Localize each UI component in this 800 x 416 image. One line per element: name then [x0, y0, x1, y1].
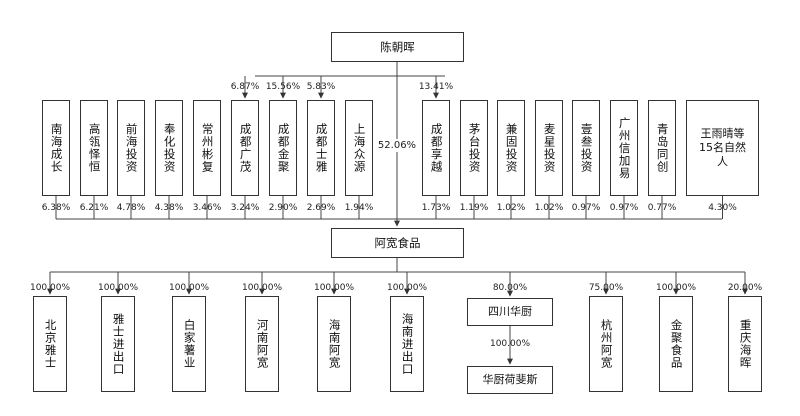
shareholder-box-5-label: 成都广茂	[238, 123, 253, 173]
subsidiary-box-8[interactable]: 金聚食品	[659, 296, 693, 392]
subsidiary-box-9-label: 重庆海晖	[738, 319, 753, 369]
controller-stake-pct-5: 6.87%	[230, 82, 260, 92]
shareholder-pct-3: 4.38%	[154, 203, 184, 213]
subsidiary-box-2-label: 白家薯业	[182, 319, 197, 369]
shareholder-pct-7: 2.69%	[306, 203, 336, 213]
subsidiary-pct-8: 100.00%	[655, 283, 697, 293]
subsidiary-box-3-label: 河南阿宽	[255, 319, 270, 369]
shareholder-box-10[interactable]: 茅台投资	[460, 100, 488, 196]
shareholder-pct-11: 1.02%	[496, 203, 526, 213]
controller-stake-pct-9: 13.41%	[418, 82, 454, 92]
subsidiary-box-1-label: 雅士进出口	[111, 312, 126, 376]
shareholder-box-0-label: 南海成长	[49, 123, 64, 173]
main-company-box[interactable]: 阿宽食品	[331, 228, 464, 258]
shareholder-box-11[interactable]: 兼固投资	[497, 100, 525, 196]
shareholder-box-0[interactable]: 南海成长	[42, 100, 70, 196]
shareholder-box-16[interactable]: 王雨晴等 15名自然 人	[686, 100, 759, 196]
shareholder-box-8-label: 上海众源	[352, 123, 367, 173]
subsidiary-pct-1: 100.00%	[97, 283, 139, 293]
subsidiary-pct-4: 100.00%	[313, 283, 355, 293]
shareholder-pct-13: 0.97%	[571, 203, 601, 213]
shareholder-box-1[interactable]: 高瓴怿恒	[80, 100, 108, 196]
shareholder-pct-4: 3.46%	[192, 203, 222, 213]
shareholder-box-14-label: 广州信加易	[617, 116, 632, 180]
shareholder-box-16-label: 王雨晴等 15名自然 人	[699, 126, 746, 169]
subsidiary-pct-2: 100.00%	[168, 283, 210, 293]
subsidiary-pct-5: 100.00%	[386, 283, 428, 293]
shareholder-box-12-label: 麦星投资	[542, 123, 557, 173]
sub-subsidiary-box[interactable]: 华厨荷斐斯	[467, 366, 553, 394]
controller-pct: 52.06%	[375, 139, 419, 152]
shareholder-box-4-label: 常州彬复	[200, 123, 215, 173]
top-holder-name: 陈朝晖	[380, 40, 415, 54]
shareholder-pct-8: 1.94%	[344, 203, 374, 213]
subsidiary-box-7[interactable]: 杭州阿宽	[589, 296, 623, 392]
main-company-name: 阿宽食品	[374, 236, 421, 250]
shareholder-pct-12: 1.02%	[534, 203, 564, 213]
subsidiary-box-9[interactable]: 重庆海晖	[728, 296, 762, 392]
shareholder-box-8[interactable]: 上海众源	[345, 100, 373, 196]
subsidiary-box-6-label: 四川华厨	[488, 304, 532, 318]
shareholder-pct-1: 6.21%	[79, 203, 109, 213]
shareholder-box-5[interactable]: 成都广茂	[231, 100, 259, 196]
subsidiary-box-1[interactable]: 雅士进出口	[101, 296, 135, 392]
sub-subsidiary-box-label: 华厨荷斐斯	[482, 372, 538, 386]
subsidiary-box-7-label: 杭州阿宽	[599, 319, 614, 369]
shareholder-box-6-label: 成都金聚	[276, 123, 291, 173]
shareholder-box-7[interactable]: 成都士雅	[307, 100, 335, 196]
shareholder-box-2[interactable]: 前海投资	[117, 100, 145, 196]
shareholder-box-3-label: 奉化投资	[162, 123, 177, 173]
shareholder-pct-16: 4.30%	[708, 203, 737, 213]
shareholder-box-4[interactable]: 常州彬复	[193, 100, 221, 196]
subsidiary-box-3[interactable]: 河南阿宽	[245, 296, 279, 392]
shareholder-box-1-label: 高瓴怿恒	[87, 123, 102, 173]
controller-stake-pct-6: 15.56%	[265, 82, 301, 92]
sub-subsidiary-pct: 100.00%	[489, 339, 531, 349]
subsidiary-pct-7: 75.00%	[588, 283, 624, 293]
subsidiary-box-5-label: 海南进出口	[400, 312, 415, 376]
shareholder-box-9[interactable]: 成都享越	[422, 100, 450, 196]
subsidiary-pct-0: 100.00%	[29, 283, 71, 293]
controller-stake-pct-7: 5.83%	[306, 82, 336, 92]
connector-lines	[47, 62, 748, 365]
subsidiary-box-0[interactable]: 北京雅士	[33, 296, 67, 392]
shareholder-box-14[interactable]: 广州信加易	[610, 100, 638, 196]
shareholder-box-6[interactable]: 成都金聚	[269, 100, 297, 196]
subsidiary-box-5[interactable]: 海南进出口	[390, 296, 424, 392]
shareholder-box-3[interactable]: 奉化投资	[155, 100, 183, 196]
shareholder-pct-5: 3.24%	[230, 203, 260, 213]
shareholder-pct-14: 0.97%	[609, 203, 639, 213]
subsidiary-box-6[interactable]: 四川华厨	[467, 298, 553, 326]
subsidiary-box-8-label: 金聚食品	[669, 319, 684, 369]
shareholder-pct-6: 2.90%	[268, 203, 298, 213]
shareholder-box-15[interactable]: 青岛同创	[648, 100, 676, 196]
top-holder-box[interactable]: 陈朝晖	[331, 32, 464, 62]
subsidiary-box-4-label: 海南阿宽	[327, 319, 342, 369]
shareholder-pct-10: 1.19%	[459, 203, 489, 213]
subsidiary-pct-6: 80.00%	[492, 283, 528, 293]
shareholder-pct-0: 6.38%	[41, 203, 71, 213]
shareholder-box-15-label: 青岛同创	[655, 123, 670, 173]
subsidiary-pct-9: 20.00%	[727, 283, 763, 293]
shareholder-box-11-label: 兼固投资	[504, 123, 519, 173]
shareholder-pct-2: 4.78%	[116, 203, 146, 213]
shareholder-box-12[interactable]: 麦星投资	[535, 100, 563, 196]
subsidiary-pct-3: 100.00%	[241, 283, 283, 293]
shareholder-pct-9: 1.73%	[421, 203, 451, 213]
subsidiary-box-4[interactable]: 海南阿宽	[317, 296, 351, 392]
shareholder-box-13-label: 壹叁投资	[579, 123, 594, 173]
subsidiary-box-2[interactable]: 白家薯业	[172, 296, 206, 392]
shareholder-box-10-label: 茅台投资	[467, 123, 482, 173]
shareholder-box-9-label: 成都享越	[429, 123, 444, 173]
shareholder-box-13[interactable]: 壹叁投资	[572, 100, 600, 196]
shareholder-box-7-label: 成都士雅	[314, 123, 329, 173]
shareholder-pct-15: 0.77%	[647, 203, 677, 213]
shareholder-box-2-label: 前海投资	[124, 123, 139, 173]
subsidiary-box-0-label: 北京雅士	[43, 319, 58, 369]
